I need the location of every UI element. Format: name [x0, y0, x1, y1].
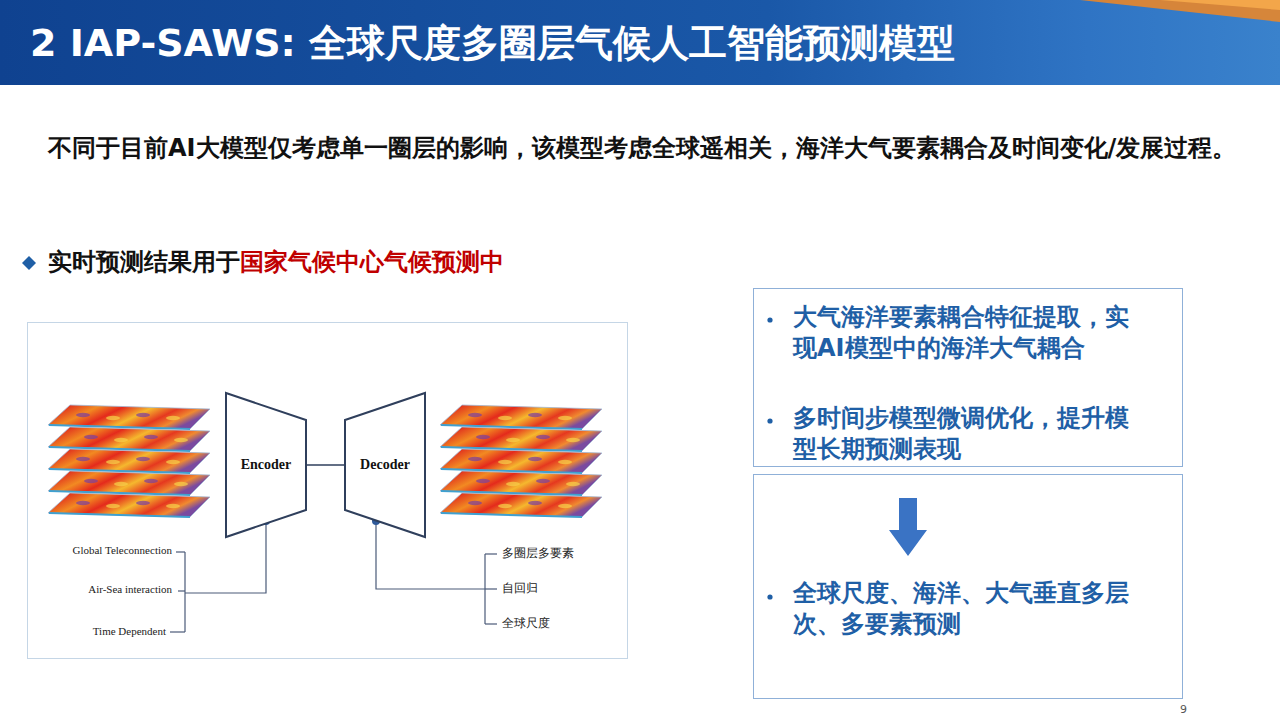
right-panels	[754, 289, 1183, 699]
bullet-point: 多时间步模型微调优化，提升模型长期预测表现	[793, 403, 1138, 465]
down-arrow	[889, 498, 927, 556]
slide-title: 2 IAP-SAWS: 全球尺度多圈层气候人工智能预测模型	[30, 20, 955, 66]
header-bar	[0, 0, 1280, 85]
output-feature: 多圈层多要素	[502, 546, 574, 561]
page-number: 9	[1180, 703, 1187, 717]
output-feature: 全球尺度	[502, 616, 550, 631]
bullet-text: 实时预测结果用于	[48, 247, 240, 277]
leader-lines	[170, 521, 497, 632]
result-panel: 全球尺度、海洋、大气垂直多层次、多要素预测	[753, 474, 1183, 699]
input-feature: Global Teleconnection	[72, 544, 172, 558]
figure-frame	[28, 323, 628, 659]
bullet-highlight: 国家气候中心气候预测中	[240, 247, 504, 277]
decoder-block: Decoder	[345, 393, 425, 537]
output-feature: 自回归	[502, 581, 538, 596]
bullet-diamond	[22, 256, 36, 270]
bullet-point: 大气海洋要素耦合特征提取，实现AI模型中的海洋大气耦合	[793, 302, 1138, 364]
feature-panel: 大气海洋要素耦合特征提取，实现AI模型中的海洋大气耦合多时间步模型微调优化，提升…	[753, 288, 1183, 473]
bullet-point: 全球尺度、海洋、大气垂直多层次、多要素预测	[793, 578, 1138, 640]
latent-link	[306, 464, 345, 466]
input-feature: Air-Sea interaction	[88, 583, 172, 597]
encoder-block: Encoder	[226, 393, 306, 537]
input-feature: Time Dependent	[93, 625, 166, 639]
field-layer-stacks	[48, 405, 602, 517]
block-label: Decoder	[345, 456, 425, 474]
intro-text: 不同于目前AI大模型仅考虑单一圈层的影响，该模型考虑全球遥相关，海洋大气要素耦合…	[48, 130, 1263, 167]
block-label: Encoder	[226, 456, 306, 474]
